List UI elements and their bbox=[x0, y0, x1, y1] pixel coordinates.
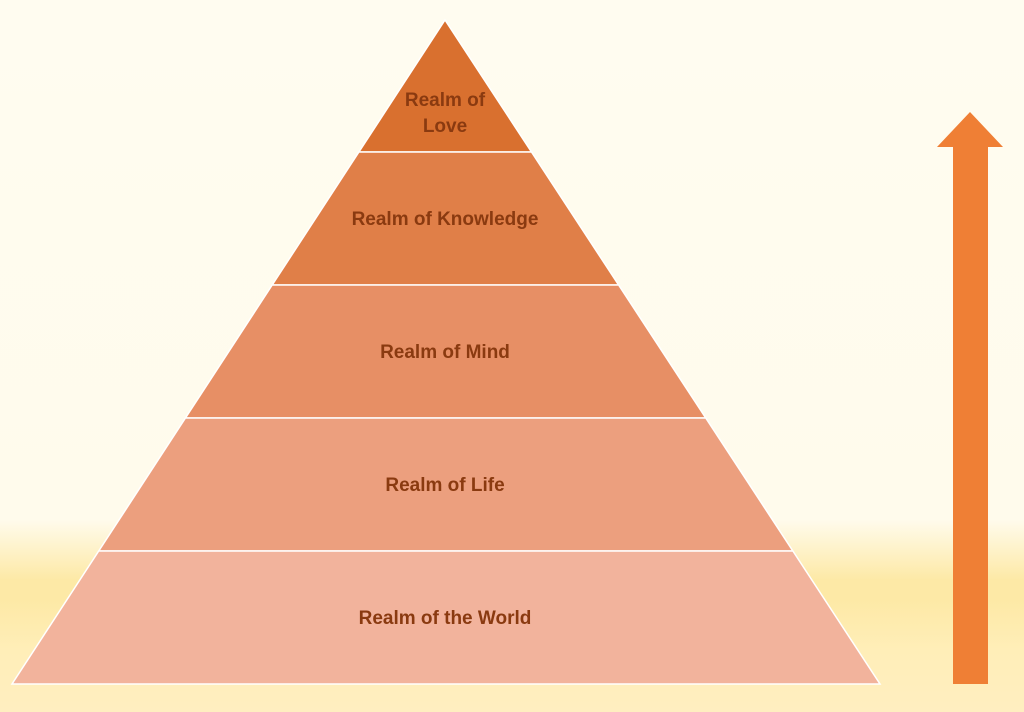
tier-label-life: Realm of Life bbox=[385, 475, 504, 496]
tier-label-knowledge: Realm of Knowledge bbox=[352, 209, 539, 230]
up-arrow-icon bbox=[937, 112, 1003, 684]
pyramid bbox=[10, 18, 882, 685]
tier-label-love-line2: Love bbox=[423, 116, 467, 137]
tier-label-love-line1: Realm of bbox=[405, 90, 486, 111]
tier-label-world: Realm of the World bbox=[359, 608, 532, 629]
tier-world bbox=[10, 550, 882, 685]
pyramid-labels: Realm of Love Realm of Knowledge Realm o… bbox=[352, 90, 539, 629]
tier-label-mind: Realm of Mind bbox=[380, 342, 510, 363]
